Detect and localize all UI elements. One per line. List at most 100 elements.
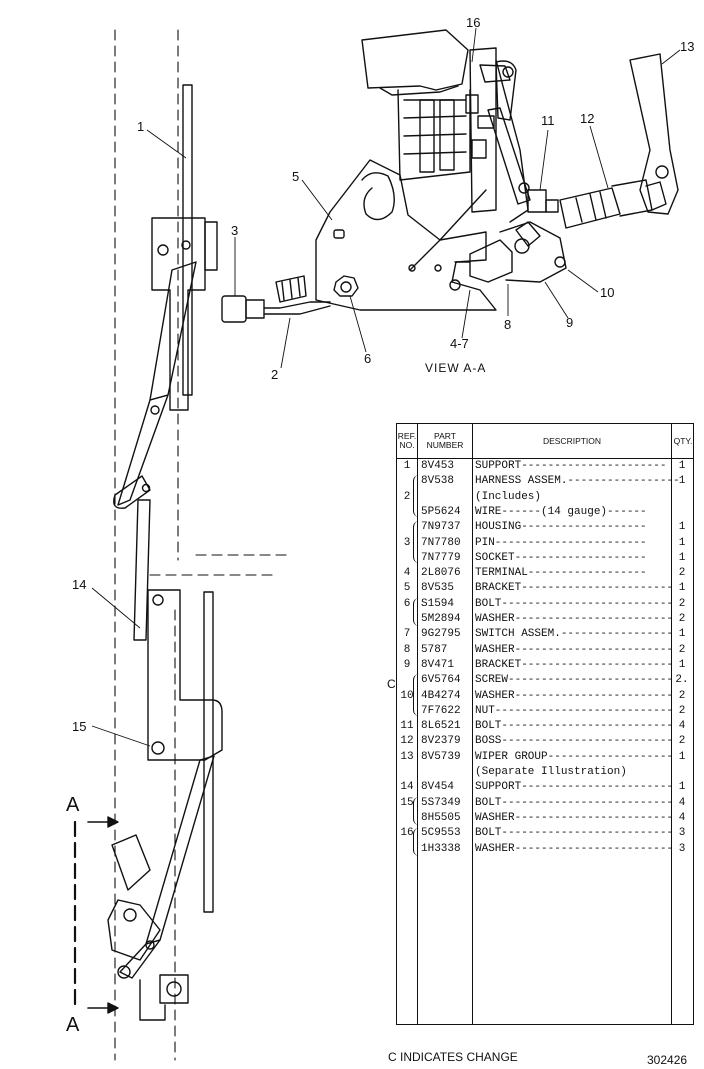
ref-cell: 16 <box>400 827 414 840</box>
description-cell: HARNESS ASSEM.----------------- <box>475 475 680 488</box>
part-number-cell: 5787 <box>421 643 448 656</box>
part-number-cell: 5P5624 <box>421 505 461 518</box>
qty-cell: 2 <box>678 735 686 748</box>
description-cell: (Separate Illustration) <box>475 766 627 778</box>
description-cell: SWITCH ASSEM.----------------- <box>475 628 674 641</box>
view-connector <box>221 275 331 323</box>
brace-15 <box>413 797 419 825</box>
description-cell: BOSS-------------------------- <box>475 735 674 748</box>
description-cell: BRACKET----------------------- <box>475 582 674 595</box>
part-number-cell: 4B4274 <box>421 689 461 702</box>
description-cell: BRACKET----------------------- <box>475 658 674 671</box>
qty-cell: 1 <box>678 750 686 763</box>
qty-cell: 1 <box>678 658 686 671</box>
leader-lines <box>91 27 681 747</box>
description-cell: WIRE------(14 gauge)------ <box>475 505 647 518</box>
qty-cell: 1 <box>678 475 686 488</box>
part-number-cell: 5M2894 <box>421 613 461 625</box>
description-cell: WASHER------------------------ <box>475 643 674 656</box>
qty-cell: 2 <box>678 613 686 625</box>
part-number-cell: 7N7779 <box>421 551 461 564</box>
ref-cell: 8 <box>403 643 411 656</box>
callout-16: 16 <box>466 15 481 30</box>
qty-cell: 4 <box>678 796 686 809</box>
wiper-motor <box>361 29 495 181</box>
lower-motor <box>107 834 189 1021</box>
qty-cell: 1 <box>678 628 686 641</box>
callout-5: 5 <box>292 169 300 184</box>
table-row: 7N7779 SOCKET--------------------1 <box>397 552 693 567</box>
qty-cell: 4 <box>678 720 686 733</box>
part-number-cell: 2L8076 <box>421 567 461 580</box>
callout-12: 12 <box>580 111 595 126</box>
view-boss <box>559 179 667 229</box>
view-support-plate <box>409 47 529 271</box>
callout-6: 6 <box>364 351 372 366</box>
ref-cell: 5 <box>403 582 411 595</box>
ref-cell: 12 <box>400 735 414 748</box>
part-number-cell: 7N7780 <box>421 536 461 549</box>
description-cell: TERMINAL------------------ <box>475 567 647 580</box>
part-number-cell: 8V2379 <box>421 735 461 748</box>
qty-cell: 2 <box>678 643 686 656</box>
section-mark-top: A <box>66 794 80 816</box>
qty-cell: 2 <box>678 567 686 580</box>
part-number-cell: 8V535 <box>421 582 455 595</box>
table-row: 5P5624 WIRE------(14 gauge)------ <box>397 506 693 521</box>
lower-support <box>147 589 223 913</box>
callout-15: 15 <box>72 719 87 734</box>
qty-cell: 1 <box>678 521 686 534</box>
view-switch-assembly <box>454 221 567 283</box>
description-cell: SCREW------------------------- <box>475 674 674 687</box>
qty-cell: 4 <box>678 811 686 824</box>
upper-wiper-arm <box>113 261 197 509</box>
callout-2: 2 <box>271 367 279 382</box>
callout-11: 11 <box>541 113 555 128</box>
connecting-rod <box>133 499 151 641</box>
part-number-cell: 8V453 <box>421 460 455 472</box>
part-number-cell: 7F7622 <box>421 704 461 717</box>
part-number-cell: 1H3338 <box>421 842 461 855</box>
callout-3: 3 <box>231 223 239 238</box>
part-number-cell: 8H5505 <box>421 811 461 824</box>
part-number-cell: S1594 <box>421 597 455 610</box>
frame-dashed-lines <box>114 29 289 1061</box>
view-bolt-6 <box>333 275 359 297</box>
part-number-cell: 7N9737 <box>421 521 461 534</box>
description-cell: BOLT-------------------------- <box>475 597 674 610</box>
lower-wiper-arm <box>117 755 215 979</box>
header-description: DESCRIPTION <box>542 435 602 446</box>
part-number-cell: 8V471 <box>421 658 455 671</box>
qty-cell: 1 <box>678 460 686 472</box>
description-cell: WASHER------------------------ <box>475 842 674 855</box>
ref-cell: 2 <box>403 490 411 503</box>
view-label: VIEW A-A <box>425 361 487 375</box>
callout-14: 14 <box>72 577 87 592</box>
drawing-number: 302426 <box>647 1053 688 1067</box>
callout-1: 1 <box>137 119 145 134</box>
description-cell: (Includes) <box>475 490 542 503</box>
header-qty: QTY. <box>673 435 693 446</box>
ref-cell: 14 <box>400 781 414 794</box>
description-cell: HOUSING------------------- <box>475 521 647 534</box>
table-row: 8H5505 WASHER------------------------ 4 <box>397 812 693 827</box>
part-number-cell: 5C9553 <box>421 827 461 840</box>
section-mark-bottom: A <box>66 1014 80 1036</box>
part-number-cell: 6V5764 <box>421 674 461 687</box>
upper-support <box>151 84 218 411</box>
change-note: C INDICATES CHANGE <box>388 1050 518 1064</box>
callout-10: 10 <box>600 285 615 300</box>
header-part: PART NUMBER <box>426 431 464 450</box>
ref-cell: 7 <box>403 628 411 641</box>
description-cell: WASHER------------------------ <box>475 811 674 824</box>
brace-6 <box>413 598 419 626</box>
